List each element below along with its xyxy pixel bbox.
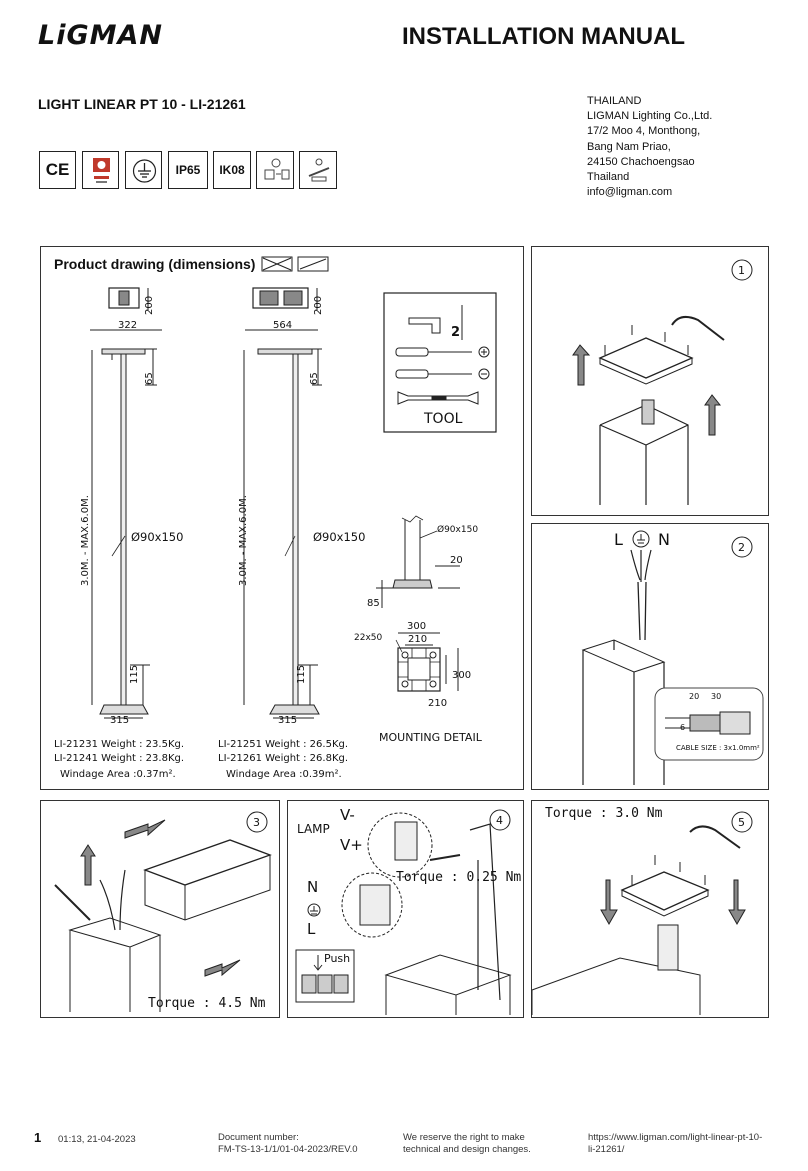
mounting-dim-20: 20 — [450, 555, 463, 566]
address-line: Thailand — [587, 171, 630, 184]
ligman-logo: LiGMAN — [38, 20, 163, 51]
right-windage: Windage Area :0.39m². — [226, 769, 342, 780]
cable-size: CABLE SIZE : 3x1.0mm² — [676, 744, 760, 752]
left-windage: Windage Area :0.37m². — [60, 769, 176, 780]
lamp-label: LAMP — [297, 822, 330, 836]
weight-line: LI-21261 Weight : 26.8Kg. — [218, 753, 349, 764]
strip-length-6: 6 — [680, 723, 686, 732]
address-line: info@ligman.com — [587, 186, 673, 199]
mounting-side-300: 300 — [452, 670, 472, 681]
left-base-width: 315 — [110, 715, 130, 726]
mounting-detail-label: MOUNTING DETAIL — [379, 731, 482, 744]
step-4-number: 4 — [496, 814, 503, 827]
live-wire-label: L — [614, 530, 623, 549]
document-number-block: Document number: FM-TS-13-1/1/01-04-2023… — [218, 1132, 358, 1156]
ik08-badge: IK08 — [213, 151, 251, 189]
tool-label: TOOL — [424, 411, 463, 427]
step-3-number: 3 — [253, 816, 260, 829]
quality-stamp-icon — [82, 151, 119, 189]
allen-key-size: 2 — [451, 325, 461, 340]
step-1-number: 1 — [738, 264, 745, 277]
address-line: 17/2 Moo 4, Monthong, — [587, 125, 701, 138]
company-address: THAILAND LIGMAN Lighting Co.,Ltd. 17/2 M… — [587, 94, 712, 200]
strip-length-20: 20 — [689, 692, 700, 701]
weight-line: LI-21251 Weight : 26.5Kg. — [218, 739, 349, 750]
mounting-pole-diameter: Ø90x150 — [437, 525, 479, 535]
mounting-side-210: 210 — [428, 698, 448, 709]
address-line: 24150 Chachoengsao — [587, 155, 695, 168]
weight-line: LI-21241 Weight : 23.8Kg. — [54, 753, 185, 764]
step-5-number: 5 — [738, 816, 745, 829]
left-pole-diameter: Ø90x150 — [131, 530, 184, 544]
mounting-dim-85: 85 — [367, 598, 380, 609]
document-number-label: Document number: — [218, 1132, 299, 1143]
strip-length-30: 30 — [711, 692, 722, 701]
live-terminal-label: L — [307, 920, 316, 938]
step-4-torque: Torque : 0.25 Nm — [396, 870, 522, 885]
print-time: 01:13, 21-04-2023 — [58, 1134, 136, 1145]
step-2-number: 2 — [738, 541, 745, 554]
address-line: Bang Nam Priao, — [587, 140, 671, 153]
earth-ground-icon — [125, 151, 162, 189]
push-label: Push — [324, 952, 351, 965]
step-1-panel — [531, 246, 769, 516]
product-url[interactable]: https://www.ligman.com/light-linear-pt-1… — [588, 1132, 762, 1156]
rights-line: technical and design changes. — [403, 1144, 531, 1155]
neutral-wire-label: N — [658, 530, 670, 549]
ce-mark-icon: CE — [39, 151, 76, 189]
mounting-option-icon — [299, 151, 337, 189]
right-base-width: 315 — [278, 715, 298, 726]
product-drawing-title: Product drawing (dimensions) — [54, 256, 256, 272]
address-line: LIGMAN Lighting Co.,Ltd. — [587, 110, 713, 123]
left-width-dim: 322 — [118, 320, 138, 331]
mounting-bolt-size: 22x50 — [354, 633, 383, 643]
step-3-torque: Torque : 4.5 Nm — [148, 996, 266, 1011]
document-title: INSTALLATION MANUAL — [402, 23, 686, 50]
mounting-dim-300: 300 — [407, 621, 427, 632]
mounting-dim-210: 210 — [408, 634, 428, 645]
step-5-torque: Torque : 3.0 Nm — [545, 806, 663, 821]
url-line[interactable]: https://www.ligman.com/light-linear-pt-1… — [588, 1132, 763, 1143]
address-line: THAILAND — [587, 95, 642, 107]
weight-line: LI-21231 Weight : 23.5Kg. — [54, 739, 185, 750]
v-plus-label: V+ — [340, 836, 363, 854]
ip65-badge: IP65 — [168, 151, 208, 189]
page-number: 1 — [34, 1130, 42, 1145]
v-minus-label: V- — [340, 806, 355, 824]
document-number: FM-TS-13-1/1/01-04-2023/REV.0 — [218, 1144, 358, 1155]
right-width-dim: 564 — [273, 320, 293, 331]
url-line[interactable]: li-21261/ — [588, 1144, 625, 1155]
installation-option-icon — [256, 151, 294, 189]
neutral-terminal-label: N — [307, 878, 319, 896]
right-weights: LI-21251 Weight : 26.5Kg. LI-21261 Weigh… — [218, 738, 348, 766]
rights-notice: We reserve the right to make technical a… — [403, 1132, 531, 1156]
right-pole-diameter: Ø90x150 — [313, 530, 366, 544]
product-title: LIGHT LINEAR PT 10 - LI-21261 — [38, 96, 246, 112]
left-weights: LI-21231 Weight : 23.5Kg. LI-21241 Weigh… — [54, 738, 184, 766]
rights-line: We reserve the right to make — [403, 1132, 525, 1143]
